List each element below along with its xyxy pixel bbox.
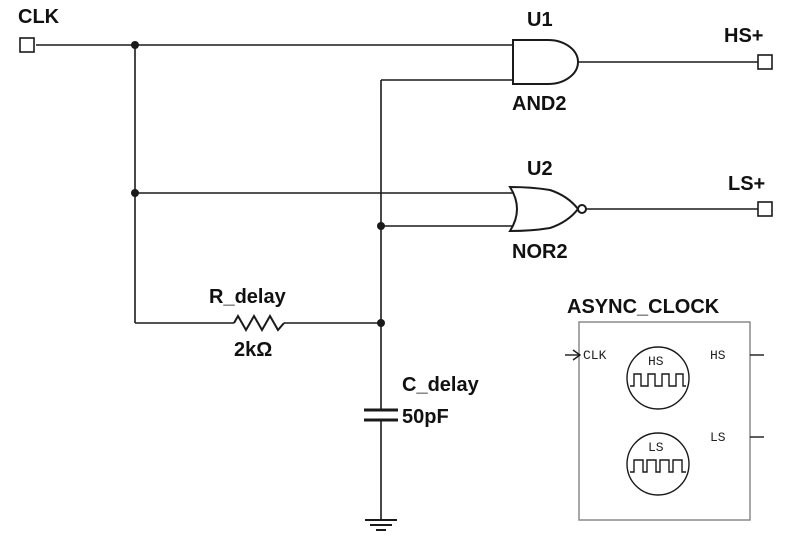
hs-icon-circle — [626, 346, 690, 410]
capacitor-value: 50pF — [402, 406, 449, 428]
port-clk-square[interactable] — [19, 37, 35, 53]
resistor-icon[interactable] — [233, 313, 285, 333]
gate-u2-ref: U2 — [527, 158, 553, 180]
junction-clk-mid — [131, 189, 139, 197]
ls-icon-label: LS — [648, 440, 664, 455]
async-clock-body[interactable] — [578, 321, 751, 521]
gate-u1-ref: U1 — [527, 9, 553, 31]
resistor-value: 2kΩ — [234, 339, 272, 361]
port-hs-out[interactable]: HS+ — [724, 25, 773, 70]
capacitor-c-delay[interactable]: C_delay 50pF — [364, 374, 480, 428]
junctions — [131, 41, 385, 327]
pin-clk-label: CLK — [583, 348, 607, 363]
gate-u2-type: NOR2 — [512, 241, 568, 263]
junction-delay-rc — [377, 319, 385, 327]
ground-symbol — [365, 519, 397, 531]
pin-ls-label: LS — [710, 430, 726, 445]
nor-bubble-icon — [577, 204, 587, 214]
async-clock-title: ASYNC_CLOCK — [567, 296, 720, 318]
ls-square-wave-icon — [630, 459, 686, 473]
gate-u1-and[interactable]: U1 AND2 — [512, 9, 579, 115]
and-gate-icon[interactable] — [512, 39, 579, 85]
ls-waveform-icon: LS — [626, 432, 690, 496]
nor-gate-icon[interactable] — [508, 185, 580, 233]
junction-delay-nor — [377, 222, 385, 230]
gate-u2-nor[interactable]: U2 NOR2 — [508, 158, 587, 263]
junction-clk-top — [131, 41, 139, 49]
port-ls-label: LS+ — [728, 173, 765, 195]
pin-hs-label: HS — [710, 348, 726, 363]
pin-clk-arrow-icon — [572, 349, 582, 361]
hs-waveform-icon: HS — [626, 346, 690, 410]
wires — [36, 44, 758, 520]
gate-u1-type: AND2 — [512, 93, 566, 115]
port-hs-label: HS+ — [724, 25, 763, 47]
hs-icon-label: HS — [648, 354, 664, 369]
port-hs-square[interactable] — [757, 54, 773, 70]
port-ls-out[interactable]: LS+ — [728, 173, 773, 217]
port-clk-label: CLK — [18, 6, 60, 28]
port-ls-square[interactable] — [757, 201, 773, 217]
resistor-name: R_delay — [209, 286, 287, 308]
ls-icon-circle — [626, 432, 690, 496]
async-clock-block[interactable]: ASYNC_CLOCK CLK HS LS HS LS — [565, 296, 764, 521]
resistor-r-delay[interactable]: R_delay 2kΩ — [209, 286, 287, 361]
hs-square-wave-icon — [630, 373, 686, 387]
capacitor-name: C_delay — [402, 374, 480, 396]
port-clk[interactable]: CLK — [18, 6, 60, 53]
